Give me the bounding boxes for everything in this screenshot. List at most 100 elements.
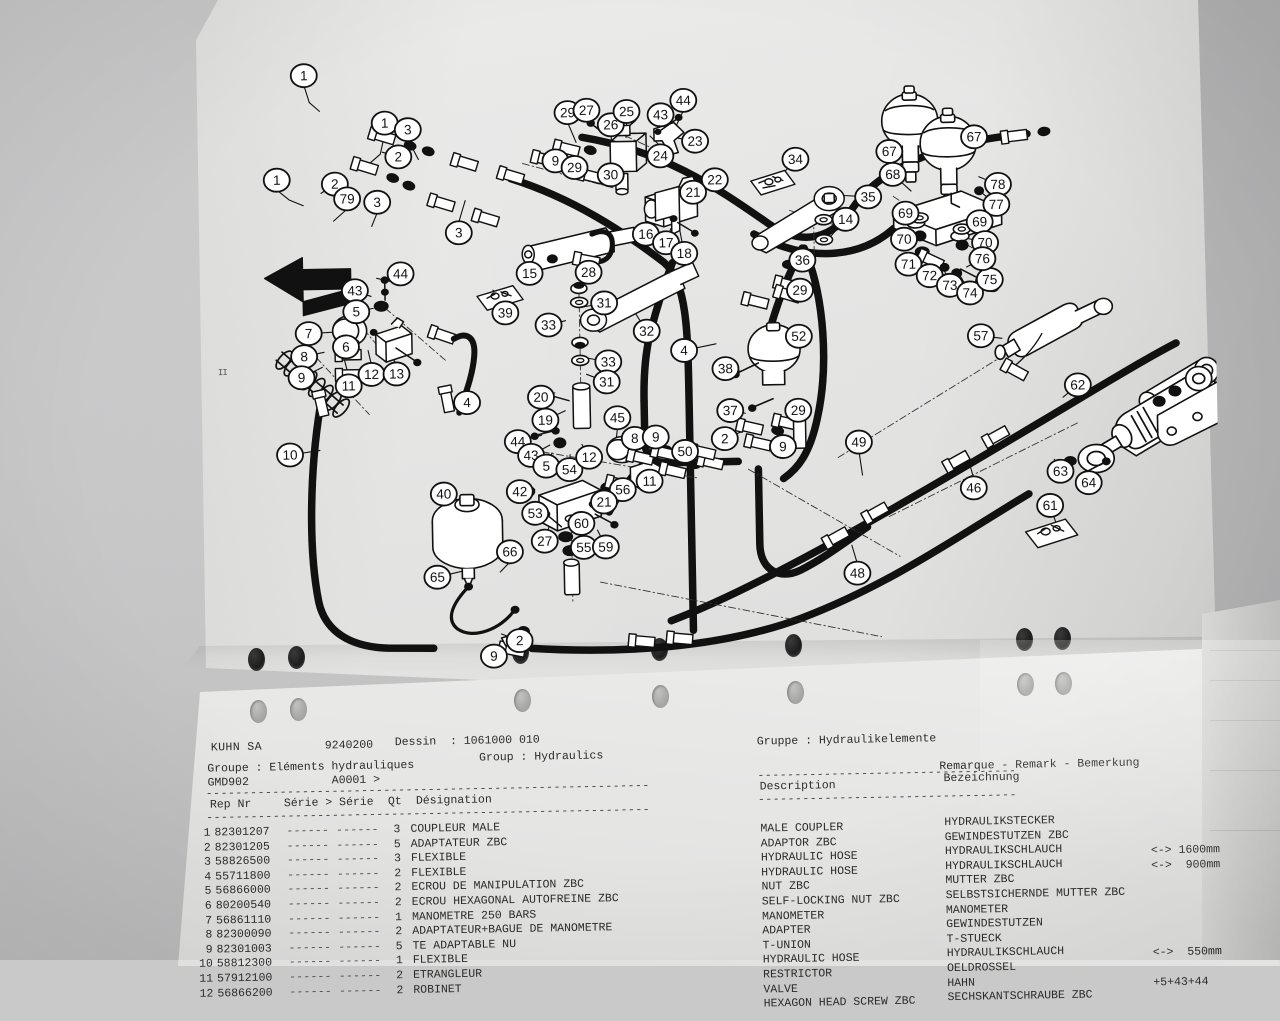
cell-description: SELF-LOCKING NUT ZBC (762, 894, 900, 909)
callout-number: 27 (537, 534, 552, 549)
callout-39: 39 (492, 301, 518, 324)
company-name: KUHN SA (211, 741, 262, 755)
callout-number: 37 (723, 403, 738, 418)
callout-number: 15 (522, 266, 537, 281)
callout-66: 66 (497, 540, 523, 563)
callout-19: 19 (532, 408, 558, 431)
column-header-designation: Désignation (416, 793, 492, 807)
callout-number: 62 (1070, 377, 1085, 392)
callout-number: 18 (677, 246, 692, 261)
callout-9: 9 (481, 644, 507, 667)
callout-number: 9 (552, 153, 560, 168)
callout-number: 29 (791, 403, 806, 418)
callout-number: 69 (972, 214, 987, 229)
callout-67: 67 (876, 140, 902, 163)
callout-number: 3 (404, 122, 412, 137)
cell-rep-nr: 3 (189, 857, 211, 869)
cell-description: HEXAGON HEAD SCREW ZBC (764, 996, 916, 1011)
cell-bezeichnung: MUTTER ZBC (945, 874, 1014, 887)
callout-49: 49 (846, 430, 872, 453)
cell-designation: ROBINET (413, 984, 462, 997)
cell-rep-nr: 2 (189, 842, 211, 854)
callout-69: 69 (966, 210, 992, 233)
callout-number: 65 (430, 570, 445, 585)
callout-61: 61 (1037, 494, 1063, 517)
column-header-description: Description (760, 779, 836, 793)
cell-bezeichnung: HAHN (947, 977, 975, 990)
cell-bezeichnung: SELBSTSICHERNDE MUTTER ZBC (946, 887, 1126, 902)
callout-number: 78 (990, 177, 1005, 192)
callout-number: 76 (975, 251, 990, 266)
callout-44: 44 (387, 262, 413, 285)
cell-designation: COUPLEUR MALE (410, 822, 500, 836)
cell-description: HYDRAULIC HOSE (761, 851, 858, 865)
callout-23: 23 (682, 129, 708, 152)
cell-rep-nr: 7 (190, 915, 212, 927)
callout-number: 70 (896, 232, 911, 247)
callout-62: 62 (1065, 373, 1091, 396)
callout-50: 50 (672, 440, 698, 463)
callout-number: 9 (652, 430, 660, 445)
cell-designation: ECROU DE MANIPULATION ZBC (411, 879, 584, 894)
callout-number: 21 (685, 185, 700, 200)
callout-number: 14 (838, 212, 854, 227)
callout-number: 12 (581, 450, 596, 465)
callout-79: 79 (334, 187, 360, 210)
cell-qty: 1 (392, 912, 402, 924)
cell-designation: ADAPTATEUR ZBC (411, 837, 508, 851)
cell-part-number: 82301003 (216, 943, 271, 956)
callout-69: 69 (892, 201, 918, 224)
callout-number: 69 (898, 206, 913, 221)
cell-remark: <-> 550mm (1153, 946, 1222, 959)
cell-qty: 5 (392, 941, 402, 953)
cell-description: ADAPTER (762, 925, 811, 938)
callout-number: 13 (389, 366, 404, 381)
cell-part-number: 82300090 (216, 929, 271, 942)
callout-4: 4 (454, 391, 480, 414)
callout-3: 3 (446, 221, 472, 244)
cell-rep-nr: 11 (191, 974, 213, 986)
callout-29: 29 (785, 398, 811, 421)
cell-bezeichnung: HYDRAULIKSTECKER (944, 815, 1055, 829)
callout-3: 3 (364, 191, 390, 214)
cell-serie: ------ ------ (289, 985, 382, 999)
callout-number: 33 (601, 354, 616, 369)
callout-52: 52 (786, 324, 812, 347)
callout-10: 10 (277, 443, 303, 466)
callout-number: 22 (707, 172, 722, 187)
cell-description: MANOMETER (762, 910, 824, 923)
cell-qty: 2 (392, 926, 402, 938)
callout-2: 2 (385, 145, 411, 168)
cell-qty: 2 (391, 882, 401, 894)
callout-number: 67 (966, 129, 981, 144)
cell-bezeichnung: GEWINDESTUTZEN (946, 918, 1043, 932)
callout-5: 5 (343, 300, 369, 323)
callout-number: 9 (779, 439, 787, 454)
callout-number: 4 (463, 395, 471, 410)
callout-number: 31 (599, 374, 614, 389)
callout-13: 13 (383, 362, 409, 385)
callout-75: 75 (977, 268, 1003, 291)
cell-rep-nr: 8 (190, 930, 212, 942)
callout-number: 8 (631, 431, 639, 446)
callout-number: 5 (352, 304, 360, 319)
cell-serie: ------ ------ (288, 927, 381, 941)
callout-number: 43 (347, 283, 362, 298)
cell-serie: ------ ------ (287, 868, 380, 882)
callout-63: 63 (1047, 459, 1073, 482)
callout-11: 11 (636, 469, 662, 492)
callout-number: 68 (885, 167, 900, 182)
callout-44: 44 (670, 89, 696, 112)
cell-remark: +5+43+44 (1153, 976, 1208, 989)
callout-number: 67 (882, 144, 897, 159)
cell-remark: <-> 900mm (1151, 859, 1220, 872)
callout-number: 50 (677, 444, 692, 459)
callout-number: 11 (642, 474, 656, 489)
callout-number: 29 (792, 283, 807, 298)
callout-68: 68 (880, 163, 906, 186)
callout-12: 12 (576, 446, 602, 469)
cell-qty: 2 (391, 868, 401, 880)
callout-number: 4 (680, 343, 688, 358)
callout-number: 75 (982, 272, 997, 287)
callout-1: 1 (291, 64, 317, 87)
